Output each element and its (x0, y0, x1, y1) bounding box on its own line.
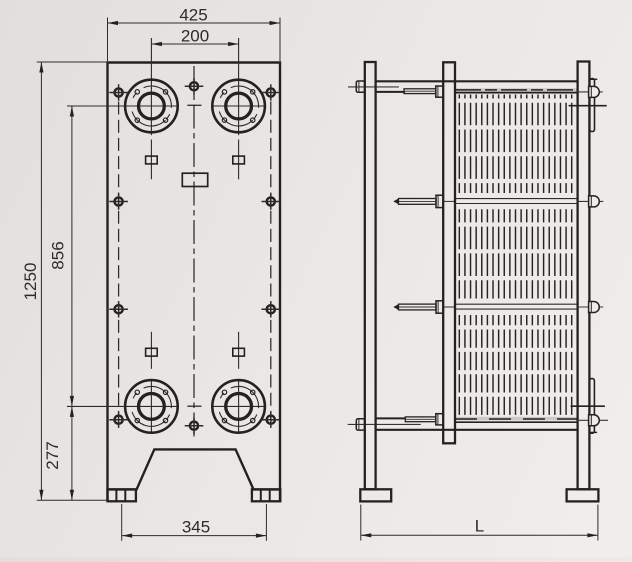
svg-text:425: 425 (179, 6, 207, 25)
svg-text:1250: 1250 (21, 263, 40, 301)
svg-text:277: 277 (43, 441, 62, 469)
svg-text:856: 856 (49, 241, 68, 269)
svg-text:345: 345 (182, 518, 210, 537)
svg-text:200: 200 (181, 27, 209, 46)
svg-text:L: L (475, 517, 484, 536)
